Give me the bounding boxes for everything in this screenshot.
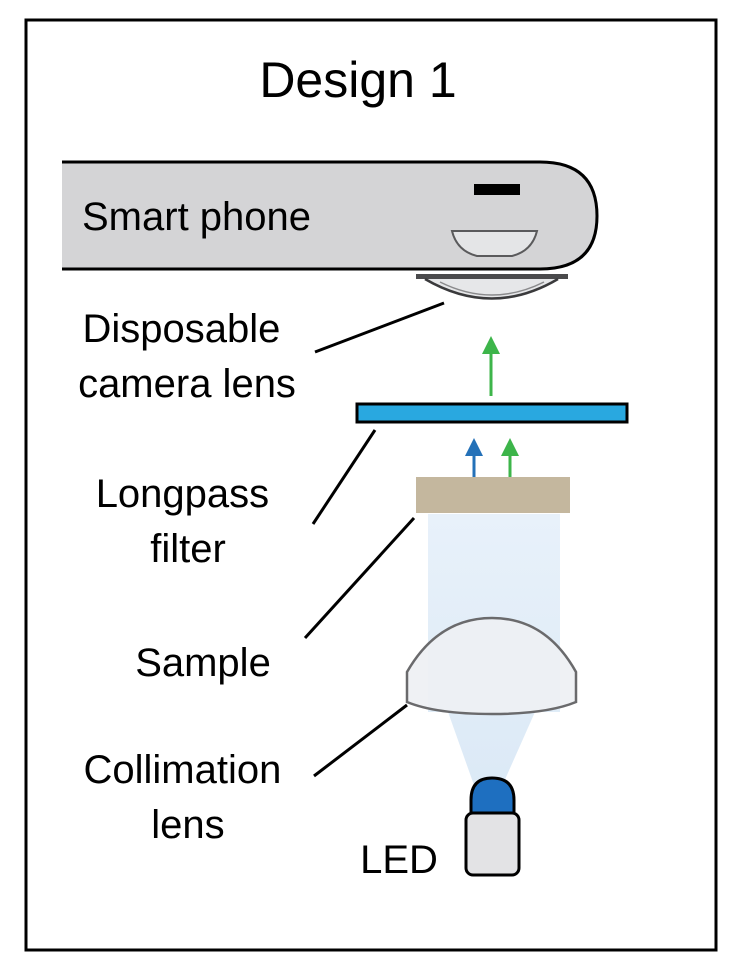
camera-lens-label: Disposable camera lens (78, 307, 296, 406)
filter-leader-line (311, 429, 377, 525)
clip-lens-element (424, 277, 559, 300)
clip-lens-mount (416, 274, 568, 279)
collimation-lens-leader-line (313, 703, 408, 778)
disposable-camera-lens: Disposable camera lens (78, 274, 568, 406)
led: LED (360, 776, 521, 882)
collimation-lens-element (405, 616, 578, 716)
collimation-lens-label: Collimation lens (84, 748, 293, 847)
filter-label: Longpass filter (96, 472, 281, 571)
led-label: LED (360, 838, 438, 882)
diagram-title: Design 1 (259, 52, 456, 108)
sample: Sample (135, 477, 570, 685)
phone-speaker-slot (474, 184, 520, 195)
led-base (464, 811, 521, 877)
sample-slab (416, 477, 570, 513)
filter-label-line1: Longpass (96, 472, 269, 516)
longpass-filter-plate (355, 402, 629, 424)
collimation-lens-label-line1: Collimation (84, 748, 282, 792)
led-dome (469, 776, 516, 818)
camera-lens-label-line1: Disposable (82, 307, 280, 351)
sample-leader-line (303, 516, 416, 640)
camera-lens-leader-line (314, 301, 445, 354)
filter-label-line2: filter (150, 527, 226, 571)
collimation-lens-label-line2: lens (151, 803, 224, 847)
smart-phone: Smart phone (62, 160, 599, 271)
collimation-lens: Collimation lens (84, 616, 578, 847)
sample-label: Sample (135, 641, 271, 685)
phone-built-in-lens-icon (450, 230, 539, 257)
longpass-filter: Longpass filter (96, 402, 629, 571)
clip-lens-inner-curve (439, 281, 545, 296)
camera-lens-label-line2: camera lens (78, 362, 296, 406)
smart-phone-label: Smart phone (82, 195, 311, 239)
